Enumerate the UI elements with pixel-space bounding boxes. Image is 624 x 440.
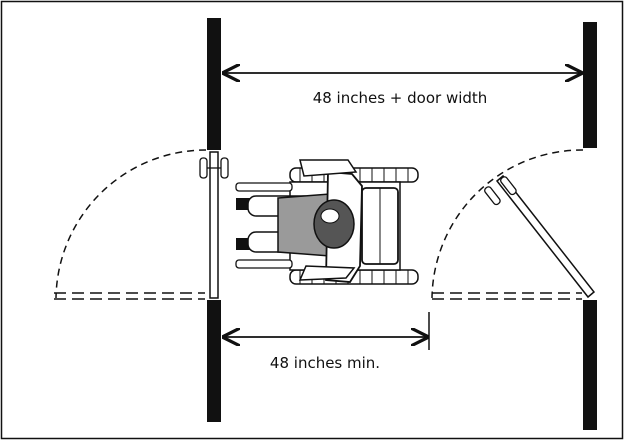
footrest-bottom xyxy=(235,259,293,269)
left-door-handle-icon xyxy=(199,157,229,179)
foot-top xyxy=(236,198,250,210)
right-door-handle-icon xyxy=(484,176,517,206)
bottom-dimension-label: 48 inches min. xyxy=(270,354,380,372)
right-wall-lower xyxy=(583,300,597,430)
foot-bottom xyxy=(236,238,250,250)
right-door-swing-arc xyxy=(431,149,584,299)
left-door-leaf xyxy=(209,151,219,299)
left-door-swing-arc xyxy=(55,149,207,299)
top-dimension-label: 48 inches + door width xyxy=(313,89,488,107)
footrest-top xyxy=(235,182,293,192)
right-wall-upper xyxy=(583,22,597,148)
arm-bottom xyxy=(298,265,356,281)
face xyxy=(320,208,340,224)
head xyxy=(313,199,355,249)
right-door-leaf xyxy=(495,174,596,299)
arm-top xyxy=(299,159,358,177)
left-wall-upper xyxy=(207,18,221,150)
left-wall-lower xyxy=(207,300,221,422)
wheelchair-user-icon xyxy=(235,159,419,285)
